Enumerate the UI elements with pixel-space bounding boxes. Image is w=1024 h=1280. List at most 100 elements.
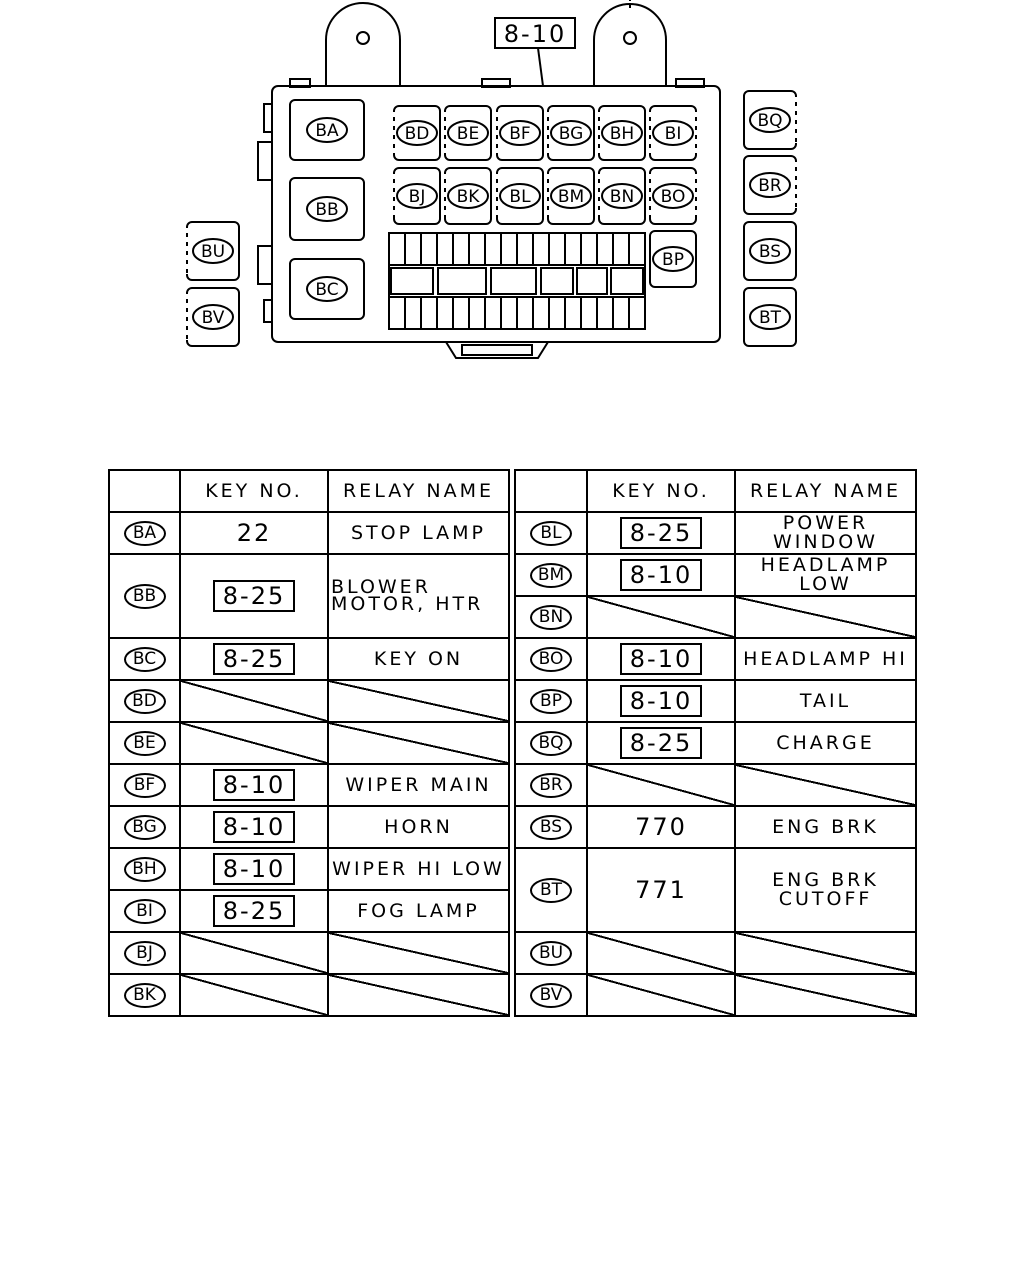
relay-slot-label: BF <box>509 124 530 144</box>
key-no: 8-10 <box>619 559 703 591</box>
relay-id-label: BE <box>123 730 166 756</box>
relay-slot-label: BC <box>315 280 338 300</box>
relay-slot-label: BJ <box>409 187 426 207</box>
key-no: 8-25 <box>212 580 296 612</box>
table-row: BV <box>514 973 917 1017</box>
relay-name-cell <box>327 931 510 975</box>
key-no-cell <box>179 973 329 1017</box>
relay-slot-label: BS <box>759 242 781 262</box>
relay-name-cell: WIPER HI LOW <box>327 847 510 891</box>
header-id <box>108 469 181 513</box>
relay-id-label: BB <box>123 583 166 609</box>
relay-id-label: BR <box>530 772 572 798</box>
header-relay-name: RELAY NAME <box>734 469 917 513</box>
key-no-cell: 8-10 <box>179 763 329 807</box>
relay-oval-bp <box>652 246 694 272</box>
side-clip <box>257 141 273 181</box>
key-no-cell: 8-10 <box>586 679 736 723</box>
key-no: 8-25 <box>619 517 703 549</box>
row-id-cell: BH <box>108 847 181 891</box>
relay-id-label: BF <box>123 772 166 798</box>
relay-name: HEADLAMP LOW <box>760 554 891 595</box>
relay-name-cell <box>734 595 917 639</box>
relay-name-cell <box>327 679 510 723</box>
header-relay-name: RELAY NAME <box>327 469 510 513</box>
key-no-cell: 8-25 <box>586 511 736 555</box>
relay-name: HEADLAMP HI <box>743 647 908 670</box>
relay-name: POWER WINDOW <box>773 512 878 553</box>
relay-name: ENG BRK CUTOFF <box>772 869 879 910</box>
relay-id-label: BT <box>530 877 572 903</box>
relay-name-cell <box>734 763 917 807</box>
relay-name-cell: ENG BRK <box>734 805 917 849</box>
row-id-cell: BT <box>514 847 588 933</box>
relay-id-label: BS <box>530 814 572 840</box>
relay-slot-bs <box>743 221 797 281</box>
relay-name-cell: KEY ON <box>327 637 510 681</box>
relay-id-label: BO <box>530 646 572 672</box>
key-no-cell <box>586 931 736 975</box>
relay-oval-bn <box>601 183 643 209</box>
bottom-tab <box>445 341 549 359</box>
table-row: BR <box>514 763 917 807</box>
relay-id-label: BC <box>123 646 166 672</box>
relay-name-cell: HEADLAMP LOW <box>734 553 917 597</box>
table-row: BM 8-10 HEADLAMP LOW <box>514 553 917 597</box>
relay-slot-label: BD <box>405 124 430 144</box>
relay-name: FOG LAMP <box>357 899 480 922</box>
relay-name-cell: POWER WINDOW <box>734 511 917 555</box>
table-row: BU <box>514 931 917 975</box>
relay-id-label: BL <box>530 520 572 546</box>
relay-oval-bb <box>306 196 348 222</box>
table-row: BE <box>108 721 510 765</box>
row-id-cell: BM <box>514 553 588 597</box>
relay-slot-label: BO <box>661 187 686 207</box>
relay-id-label: BU <box>530 940 572 966</box>
relay-slot-label: BK <box>457 187 481 207</box>
row-id-cell: BB <box>108 553 181 639</box>
relay-name: HORN <box>384 815 453 838</box>
relay-name-cell: STOP LAMP <box>327 511 510 555</box>
relay-slot-label: BB <box>315 200 338 220</box>
row-id-cell: BV <box>514 973 588 1017</box>
relay-oval-bk <box>447 183 489 209</box>
relay-id-label: BM <box>530 562 572 588</box>
relay-id-label: BI <box>123 898 166 924</box>
row-id-cell: BJ <box>108 931 181 975</box>
relay-name-cell: TAIL <box>734 679 917 723</box>
mount-hole-right <box>623 31 637 45</box>
relay-id-label: BA <box>123 520 166 546</box>
key-no-cell <box>179 931 329 975</box>
relay-name: CHARGE <box>776 731 875 754</box>
key-no-cell: 8-25 <box>179 889 329 933</box>
relay-name: WIPER HI LOW <box>332 857 505 880</box>
key-no-cell <box>586 973 736 1017</box>
relay-box-housing <box>271 85 721 343</box>
key-no-cell <box>179 679 329 723</box>
key-no-cell <box>179 721 329 765</box>
key-no-cell: 8-10 <box>586 637 736 681</box>
relay-oval-bf <box>499 120 541 146</box>
relay-id-label: BJ <box>123 940 166 966</box>
relay-slot-bp <box>649 230 697 288</box>
key-no: 8-25 <box>212 643 296 675</box>
relay-slot-label: BH <box>610 124 634 144</box>
table-row: BO 8-10 HEADLAMP HI <box>514 637 917 681</box>
relay-name-cell: WIPER MAIN <box>327 763 510 807</box>
relay-oval-bo <box>652 183 694 209</box>
relay-name-cell: HORN <box>327 805 510 849</box>
relay-slot-label: BM <box>558 187 584 207</box>
key-no-cell <box>586 763 736 807</box>
key-label-box <box>494 17 576 49</box>
side-clip <box>257 245 273 285</box>
row-id-cell: BN <box>514 595 588 639</box>
bottom-tab-slot <box>461 344 533 356</box>
relay-slot-bc <box>289 258 365 320</box>
key-no-cell: 8-25 <box>586 721 736 765</box>
row-id-cell: BD <box>108 679 181 723</box>
